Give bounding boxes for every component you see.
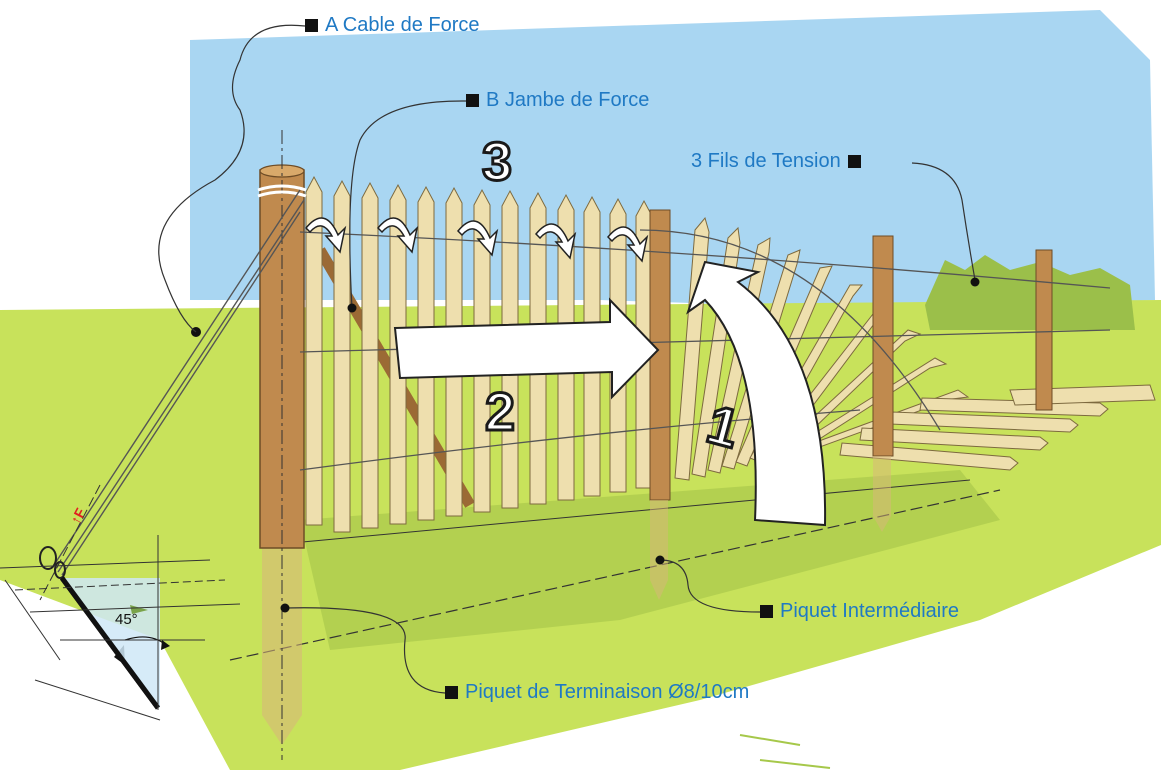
label-piquet-intermediaire: Piquet Intermédiaire	[760, 600, 959, 623]
label-text: A Cable de Force	[325, 14, 480, 36]
arrow-1	[686, 260, 827, 527]
label-jambe-de-force: B Jambe de Force	[466, 89, 649, 112]
label-marker-icon	[760, 605, 773, 618]
label-piquet-terminaison: Piquet de Terminaison Ø8/10cm	[445, 681, 749, 704]
label-fils-de-tension: 3 Fils de Tension	[691, 150, 861, 173]
force-cable	[51, 189, 305, 576]
label-marker-icon	[445, 686, 458, 699]
twist-arrows	[304, 217, 649, 263]
step-2-number: 2	[483, 382, 516, 442]
label-marker-icon	[847, 155, 861, 168]
angle-label: 45°	[115, 611, 138, 628]
label-text: 3 Fils de Tension	[691, 150, 841, 172]
label-text: B Jambe de Force	[486, 89, 650, 111]
label-cable-de-force: A Cable de Force	[305, 14, 480, 37]
step-3-number: 3	[480, 132, 513, 192]
leader-lines	[158, 24, 976, 694]
label-marker-icon	[305, 19, 318, 32]
bushes	[925, 255, 1135, 330]
label-text: Piquet de Terminaison Ø8/10cm	[465, 681, 750, 703]
label-marker-icon	[466, 94, 479, 107]
intermediate-post-3	[1035, 249, 1053, 411]
arrow-2	[393, 297, 660, 400]
label-text: Piquet Intermédiaire	[780, 600, 959, 622]
